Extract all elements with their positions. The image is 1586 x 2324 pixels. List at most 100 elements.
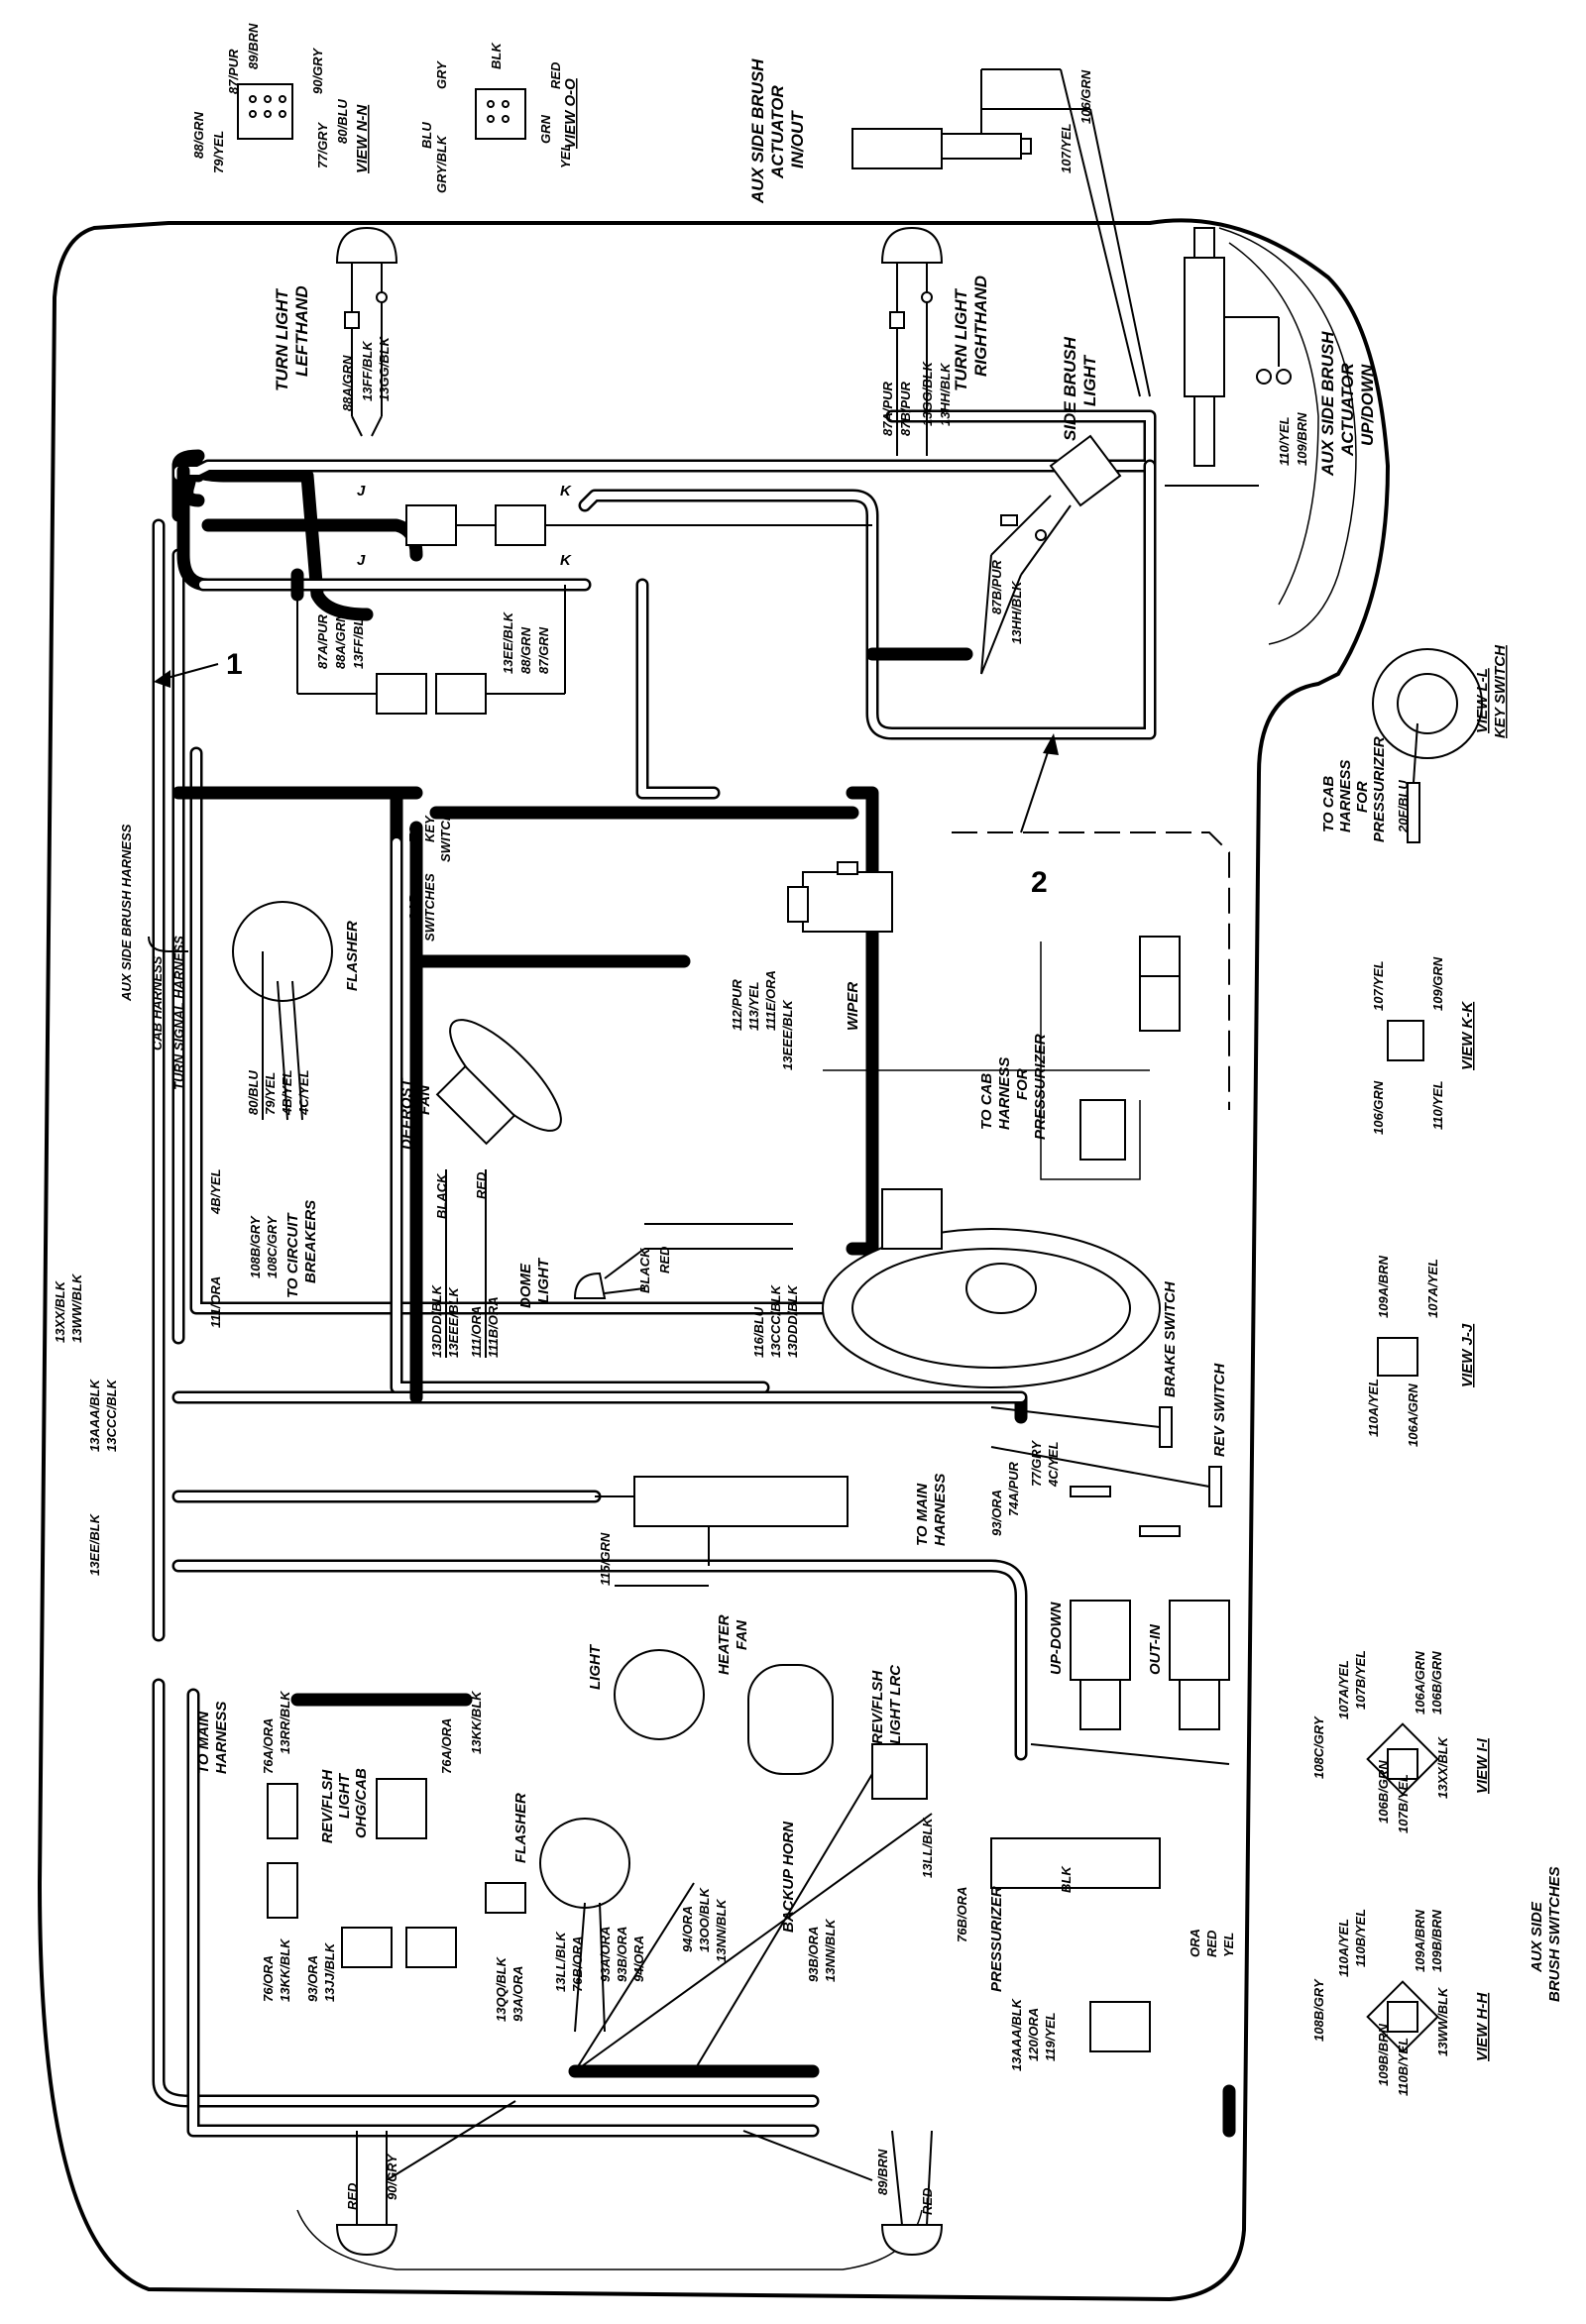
fb-wire-4: 76B/ORA xyxy=(570,1937,585,1992)
dome-wire-1: 116/BLU xyxy=(751,1306,766,1358)
ii-wire-1: 108C/GRY xyxy=(1311,1715,1326,1779)
ii-wire-2: 107A/YEL xyxy=(1336,1660,1351,1719)
hh-wire-6: 13WW/BLK xyxy=(1435,1986,1450,2056)
horn-wire-4: 93B/ORA xyxy=(806,1927,821,1982)
turn-rh-wire-3: 13GG/BLK xyxy=(920,360,935,426)
inout-wire-1: 107/YEL xyxy=(1059,123,1074,173)
brush-switches xyxy=(1030,1600,1230,1765)
to-cab-harness-1c: FOR xyxy=(1354,781,1371,813)
lrc-wire-1: 13LL/BLK xyxy=(920,1817,935,1878)
dome-light-label-1: DOME xyxy=(517,1263,534,1308)
lower-components xyxy=(267,1649,1161,2072)
rear-left-wire-1: RED xyxy=(345,2182,360,2210)
fb-wire-1: 13QQ/BLK xyxy=(494,1955,509,2022)
aux-inout-label-3: IN/OUT xyxy=(788,110,807,168)
flasher-top xyxy=(232,901,333,1121)
flasher-top-wire-4: 4C/YEL xyxy=(296,1069,311,1116)
flasher-top-wire-1: 80/BLU xyxy=(246,1070,261,1115)
view-nn-label: VIEW N-N xyxy=(354,104,371,173)
oo-wire-1: GRY xyxy=(434,60,449,89)
pressurizer-parts xyxy=(823,831,1230,1180)
cab-flsh-wire-1: 76A/ORA xyxy=(261,1718,276,1774)
up-down-label: UP-DOWN xyxy=(1048,1602,1065,1675)
nn-wire-4: 89/BRN xyxy=(246,23,261,69)
actuator-inout xyxy=(851,68,1151,397)
ii-wire-4: 106A/GRN xyxy=(1413,1651,1427,1715)
ii-wire-7: 107B/YEL xyxy=(1396,1774,1411,1833)
jj-wire-1: 109A/BRN xyxy=(1376,1256,1391,1318)
w111-label: 111/ORA xyxy=(208,1276,223,1328)
flasher-top-label: FLASHER xyxy=(344,921,361,991)
hh-wire-3: 110B/YEL xyxy=(1353,1909,1368,1967)
view-ii-label: VIEW I-I xyxy=(1474,1737,1491,1794)
to-main-harness-2a: TO MAIN xyxy=(195,1711,212,1774)
nn-wire-6: 77/GRY xyxy=(315,122,330,168)
to-main-harness-1b: HARNESS xyxy=(932,1474,949,1546)
flasher-bottom-label: FLASHER xyxy=(512,1793,529,1863)
wiper-wire-1: 112/PUR xyxy=(730,979,744,1031)
vehicle-outline xyxy=(37,218,1391,2302)
out-in-label: OUT-IN xyxy=(1147,1623,1164,1675)
rev-flsh-cab-2: LIGHT xyxy=(336,1772,353,1819)
turn-rh-wire-4: 13HH/BLK xyxy=(938,362,953,426)
brake-rev-switches xyxy=(990,1406,1222,1537)
horn-wire-1: 94/ORA xyxy=(680,1906,695,1952)
turn-light-left xyxy=(335,226,398,437)
breakers-wire-1: 108B/GRY xyxy=(248,1215,263,1278)
callouts xyxy=(154,663,1059,833)
cab-flsh-wire-2: 13RR/BLK xyxy=(278,1690,292,1754)
to-key-switch-1: TO xyxy=(406,825,421,842)
inout-wire-2: 106/GRN xyxy=(1078,69,1093,124)
turn-lh-wire-1: 88A/GRN xyxy=(340,355,355,411)
cab-flsh-wire-3: 76A/ORA xyxy=(439,1718,454,1774)
dome-light-label-2: LIGHT xyxy=(535,1257,552,1303)
turn-lh-label-1: TURN LIGHT xyxy=(273,287,291,391)
oo-wire-3: RED xyxy=(548,61,563,89)
oo-wire-5: GRY/BLK xyxy=(434,134,449,193)
oo-wire-4: BLU xyxy=(419,122,434,149)
aux-updown-label-2: ACTUATOR xyxy=(1338,362,1357,457)
connector-mid xyxy=(296,585,566,715)
wiper xyxy=(787,861,893,933)
fb-wire-3: 13LL/BLK xyxy=(553,1931,568,1992)
nn-wire-3: 87/PUR xyxy=(226,49,241,94)
brake-rev-wire-2: 74A/PUR xyxy=(1006,1461,1021,1516)
aux-brush-harness-label: AUX SIDE BRUSH HARNESS xyxy=(119,824,134,1002)
defrost-black: BLACK xyxy=(434,1172,449,1219)
gnd-mid-1: 13AAA/BLK xyxy=(87,1378,102,1452)
press-wire-1: 13AAA/BLK xyxy=(1009,1997,1024,2071)
hh-wire-1: 108B/GRY xyxy=(1311,1978,1326,2042)
ii-wire-5: 106B/GRN xyxy=(1429,1651,1444,1715)
side-light-wire-1: 87B/PUR xyxy=(989,559,1004,614)
horn-wire-5: 13NN/BLK xyxy=(823,1918,838,1982)
aux-switches-label-1: AUX SIDE xyxy=(1529,1901,1545,1973)
dome-wire-3: 13DDD/BLK xyxy=(785,1283,800,1358)
key-wire: 20F/BLU xyxy=(1396,780,1411,833)
fb-wire-7: 94/ORA xyxy=(631,1936,646,1982)
heater-wire: 115/GRN xyxy=(598,1532,613,1586)
ii-wire-6: 13XX/BLK xyxy=(1435,1735,1450,1799)
fb-wire-5: 93A/ORA xyxy=(598,1927,613,1982)
conn-right-wire-3: 87/GRN xyxy=(536,626,551,674)
upper-wires xyxy=(148,518,859,1404)
turn-lh-wire-3: 13GG/BLK xyxy=(377,335,392,401)
heater-fan xyxy=(595,1476,849,1587)
switch-views xyxy=(1366,1020,1439,2053)
wiper-wire-3: 111E/ORA xyxy=(763,970,778,1031)
pressurizer-label: PRESSURIZER xyxy=(988,1886,1005,1992)
hh-wire-5: 109B/BRN xyxy=(1429,1910,1444,1972)
nn-wire-5: 90/GRY xyxy=(310,48,325,94)
svg-text:J: J xyxy=(357,552,366,569)
turn-lh-label-2: LEFTHAND xyxy=(292,285,311,377)
rear-lights xyxy=(335,2100,944,2257)
defrost-wire-4: 111B/ORA xyxy=(486,1296,501,1358)
defrost-wire-2: 13EEE/BLK xyxy=(446,1286,461,1358)
hh-wire-7: 110B/YEL xyxy=(1396,2038,1411,2096)
conn-right-wire-1: 13EE/BLK xyxy=(501,610,515,674)
press-wire-2: 120/ORA xyxy=(1026,2008,1041,2061)
press-conn-3: YEL xyxy=(1221,1933,1236,1957)
to-cab-harness-1a: TO CAB xyxy=(1320,776,1337,832)
to-circuit-breakers-1: TO CIRCUIT xyxy=(284,1212,301,1298)
press-conn-1: ORA xyxy=(1188,1929,1202,1957)
